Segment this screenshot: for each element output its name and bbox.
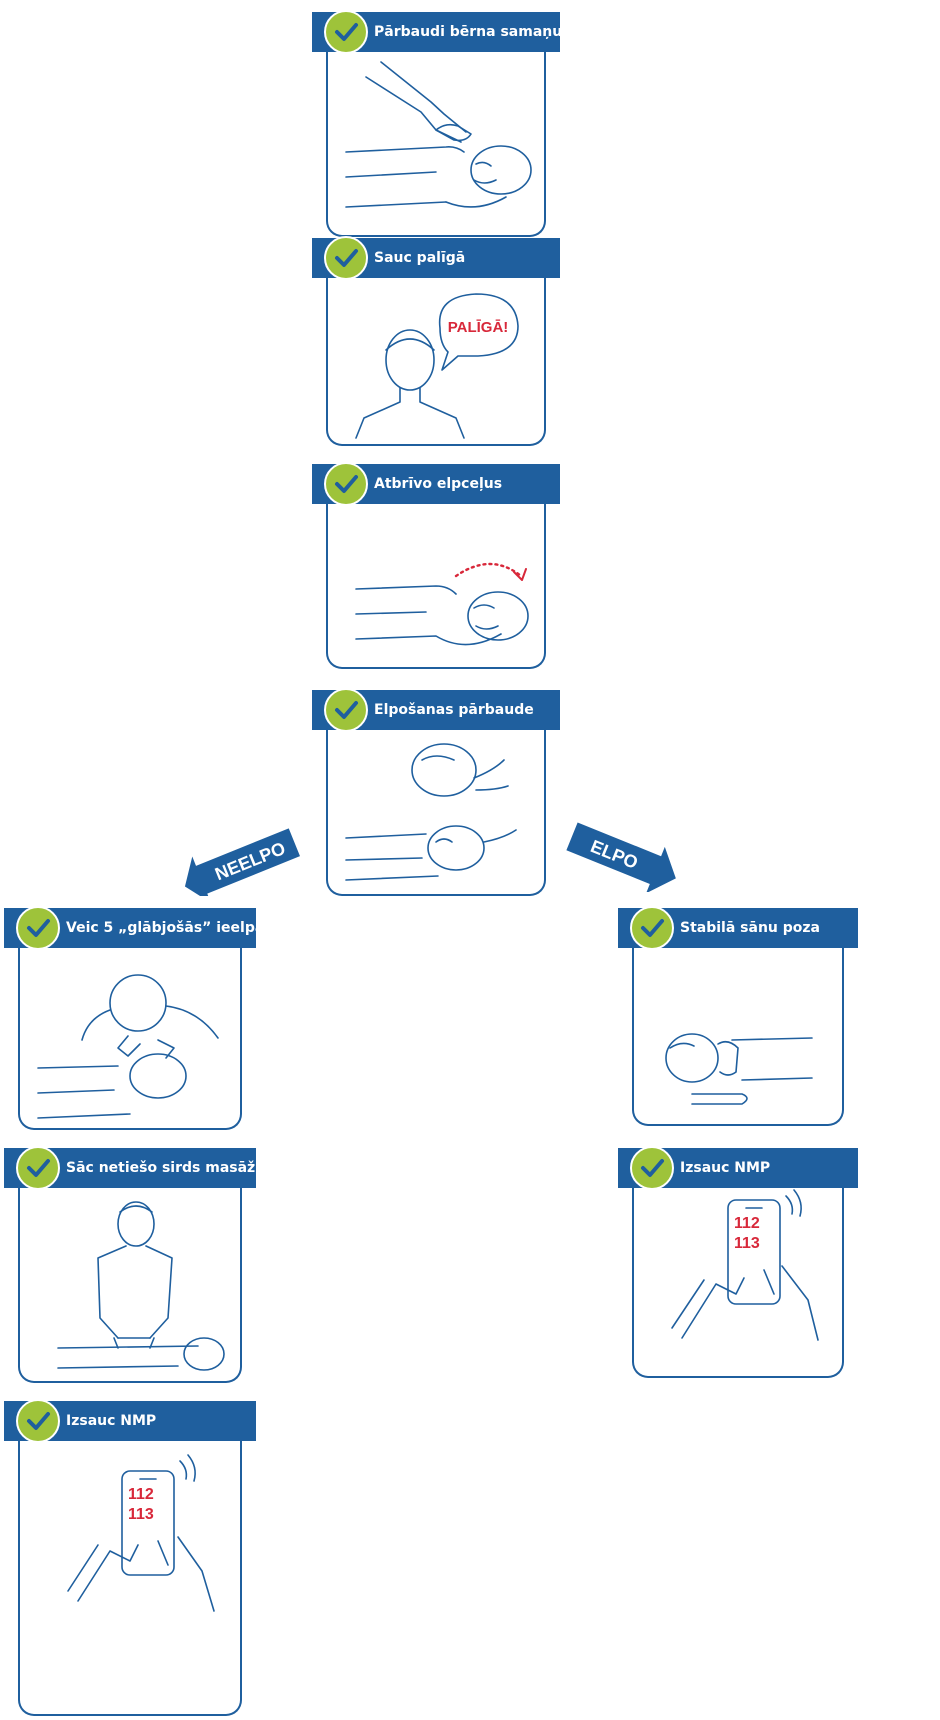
- call-ems-illustration: 112 113: [632, 1188, 844, 1378]
- card-frame: [326, 710, 546, 896]
- step-call-ems-right: Izsauc NMP 112 113: [618, 1146, 858, 1378]
- step-check-consciousness: Pārbaudi bērna samaņu: [312, 10, 560, 237]
- open-airway-illustration: [326, 504, 546, 669]
- card-frame: [18, 1421, 242, 1716]
- step-rescue-breaths: Veic 5 „glābjošās” ieelpas: [4, 906, 256, 1130]
- step-call-help: Sauc palīgā PALĪGĀ!: [312, 236, 560, 446]
- recovery-position-illustration: [632, 948, 844, 1126]
- help-bubble-text: PALĪGĀ!: [448, 319, 509, 336]
- call-ems-illustration: 112 113: [18, 1441, 242, 1716]
- card-frame: [18, 928, 242, 1130]
- phone-number-2: 113: [734, 1235, 760, 1252]
- not-breathing-arrow: NEELPO: [178, 826, 318, 896]
- card-frame: [632, 928, 844, 1126]
- breathing-arrow: ELPO: [558, 822, 688, 892]
- cpr-illustration: [18, 1188, 242, 1383]
- breathing-check-illustration: [326, 730, 546, 896]
- check-icon: [16, 1399, 60, 1443]
- phone-number-1: 112: [128, 1486, 154, 1503]
- card-frame: [326, 258, 546, 446]
- check-icon: [630, 1146, 674, 1190]
- check-icon: [324, 688, 368, 732]
- rescue-breaths-illustration: [18, 948, 242, 1130]
- card-frame: [632, 1168, 844, 1378]
- step-call-ems-left: Izsauc NMP 112 113: [4, 1399, 256, 1716]
- check-icon: [324, 462, 368, 506]
- step-breathing-check: Elpošanas pārbaude: [312, 688, 560, 896]
- step-cpr: Sāc netiešo sirds masāžu: [4, 1146, 256, 1383]
- step-open-airway: Atbrīvo elpceļus: [312, 462, 560, 669]
- phone-number-2: 113: [128, 1506, 154, 1523]
- check-icon: [16, 906, 60, 950]
- check-consciousness-illustration: [326, 52, 546, 237]
- check-icon: [324, 10, 368, 54]
- check-icon: [16, 1146, 60, 1190]
- phone-number-1: 112: [734, 1215, 760, 1232]
- check-icon: [324, 236, 368, 280]
- check-icon: [630, 906, 674, 950]
- call-help-illustration: PALĪGĀ!: [326, 278, 546, 446]
- step-recovery-position: Stabilā sānu poza: [618, 906, 858, 1126]
